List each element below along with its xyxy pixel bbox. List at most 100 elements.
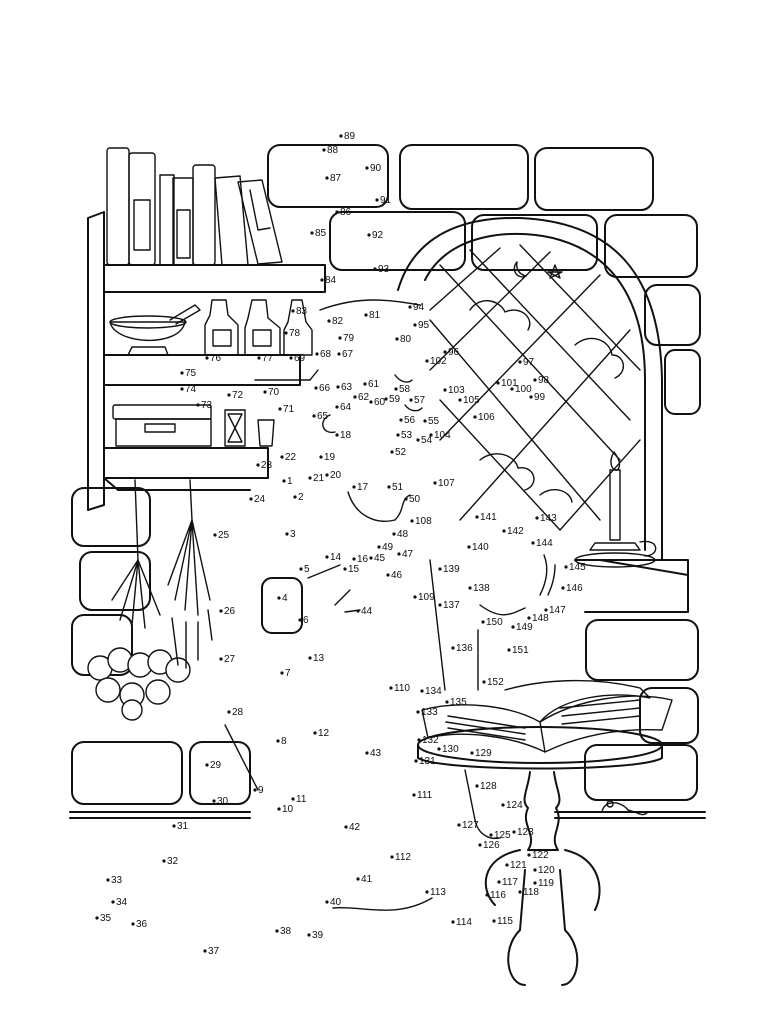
dot-152 [482,680,486,684]
dot-label: 124 [506,800,523,811]
dot-72 [227,393,231,397]
dot-128 [475,784,479,788]
dot-42 [344,825,348,829]
dot-label: 2 [298,492,304,503]
dot-label: 76 [210,353,222,364]
dot-label: 12 [318,728,330,739]
dot-100 [510,387,514,391]
dot-label: 93 [378,264,390,275]
dot-109 [413,595,417,599]
dot-label: 64 [340,402,352,413]
dot-label: 101 [501,378,518,389]
dot-90 [365,166,369,170]
dot-label: 29 [210,760,222,771]
dot-label: 102 [430,356,447,367]
dot-12 [313,731,317,735]
dot-65 [312,414,316,418]
mortar-bowl [109,304,201,356]
dot-36 [131,922,135,926]
dot-45 [369,556,373,560]
dot-label: 50 [409,494,421,505]
dot-label: 143 [540,513,557,524]
dot-147 [544,608,548,612]
dot-150 [481,620,485,624]
dot-116 [485,893,489,897]
dot-58 [394,387,398,391]
dot-label: 70 [268,387,280,398]
dot-146 [561,586,565,590]
dot-9 [253,788,257,792]
dot-label: 46 [391,570,403,581]
jars [204,299,313,356]
dot-label: 146 [566,583,583,594]
dot-126 [478,843,482,847]
dot-94 [408,305,412,309]
dot-77 [257,356,261,360]
dot-1 [282,479,286,483]
dot-91 [375,198,379,202]
dot-label: 151 [512,645,529,656]
dot-38 [275,929,279,933]
dot-label: 69 [294,353,306,364]
dot-label: 120 [538,865,555,876]
dot-64 [335,405,339,409]
dot-label: 65 [317,411,329,422]
dot-149 [511,625,515,629]
dot-label: 82 [332,316,344,327]
dot-18 [335,433,339,437]
dot-92 [367,233,371,237]
dot-label: 44 [361,606,373,617]
dot-89 [339,134,343,138]
dot-29 [205,763,209,767]
dot-label: 39 [312,930,324,941]
dot-115 [492,919,496,923]
dot-24 [249,497,253,501]
dot-37 [203,949,207,953]
dot-34 [111,900,115,904]
dot-label: 91 [380,195,392,206]
dot-label: 35 [100,913,112,924]
dot-label: 131 [419,756,436,767]
dot-label: 18 [340,430,352,441]
dot-label: 100 [515,384,532,395]
dot-135 [445,700,449,704]
dot-label: 94 [413,302,425,313]
dot-label: 15 [348,564,360,575]
dot-label: 33 [111,875,123,886]
dot-label: 42 [349,822,361,833]
dot-label: 135 [450,697,467,708]
dot-label: 61 [368,379,380,390]
dot-88 [322,148,326,152]
dot-label: 7 [285,668,291,679]
dot-123 [512,830,516,834]
dot-label: 145 [569,562,586,573]
dot-label: 51 [392,482,404,493]
dot-105 [458,398,462,402]
dot-108 [410,519,414,523]
dot-44 [356,609,360,613]
dot-33 [106,878,110,882]
dot-label: 66 [319,383,331,394]
stool [417,726,663,986]
dot-label: 111 [417,790,433,801]
dot-label: 95 [418,320,430,331]
dot-2 [293,495,297,499]
dot-label: 68 [320,349,332,360]
dot-145 [564,565,568,569]
dot-label: 106 [478,412,495,423]
dot-label: 74 [185,384,197,395]
dot-5 [299,567,303,571]
dot-label: 22 [285,452,297,463]
dot-label: 113 [430,887,446,898]
dot-61 [363,382,367,386]
dot-112 [390,855,394,859]
dot-98 [533,378,537,382]
dot-label: 117 [502,877,518,888]
dot-label: 142 [507,526,524,537]
dot-label: 54 [421,435,433,446]
dot-143 [535,516,539,520]
dot-label: 21 [313,473,325,484]
dot-label: 108 [415,516,432,527]
dot-label: 152 [487,677,504,688]
dot-40 [325,900,329,904]
